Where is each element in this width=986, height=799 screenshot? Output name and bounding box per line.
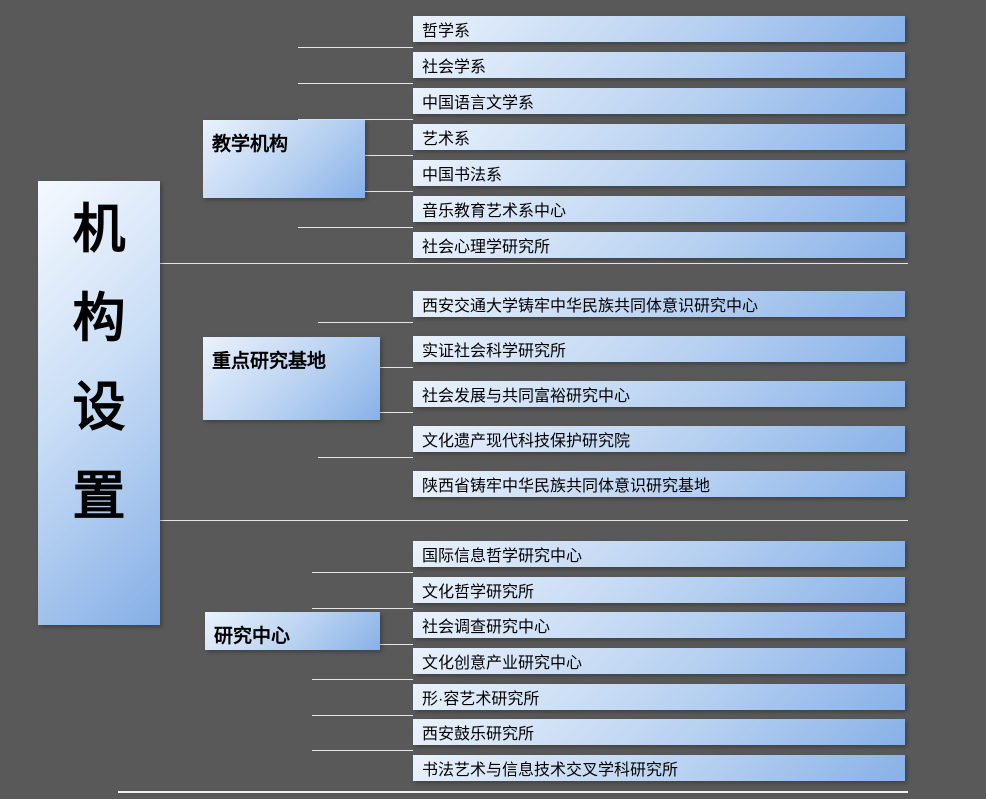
- connector-line-group2-rail: [153, 520, 908, 521]
- leaf-node-international-information-philosophy-center: 国际信息哲学研究中心: [413, 541, 905, 567]
- leaf-node-shaanxi-chinese-nation-community-research-base: 陕西省铸牢中华民族共同体意识研究基地: [413, 471, 905, 497]
- connector-line: [298, 119, 413, 120]
- leaf-node-cultural-heritage-modern-tech-protection-academy: 文化遗产现代科技保护研究院: [413, 426, 905, 452]
- connector-line: [298, 227, 413, 228]
- root-node-char: 设: [72, 378, 126, 437]
- leaf-node-philosophy-dept: 哲学系: [413, 16, 905, 42]
- category-node-research-centers: 研究中心: [205, 612, 380, 650]
- leaf-node-empirical-social-science-institute: 实证社会科学研究所: [413, 336, 905, 362]
- leaf-node-cultural-creative-industry-center: 文化创意产业研究中心: [413, 648, 905, 674]
- connector-line: [312, 715, 413, 716]
- category-node-key-research-bases: 重点研究基地: [203, 337, 380, 420]
- root-node-organization-structure: 机 构 设 置: [38, 181, 160, 625]
- leaf-node-chinese-calligraphy-dept: 中国书法系: [413, 160, 905, 186]
- connector-line: [312, 608, 413, 609]
- connector-line: [312, 750, 413, 751]
- leaf-node-xian-drum-music-institute: 西安鼓乐研究所: [413, 719, 905, 745]
- leaf-node-social-psychology-institute: 社会心理学研究所: [413, 232, 905, 258]
- leaf-node-xing-rong-art-institute: 形·容艺术研究所: [413, 684, 905, 710]
- leaf-node-xjtu-chinese-nation-community-research-center: 西安交通大学铸牢中华民族共同体意识研究中心: [413, 291, 905, 317]
- connector-line: [298, 47, 413, 48]
- connector-line: [312, 572, 413, 573]
- connector-line: [318, 322, 413, 323]
- root-node-char: 机: [72, 200, 126, 259]
- leaf-node-social-development-common-prosperity-center: 社会发展与共同富裕研究中心: [413, 381, 905, 407]
- connector-line-group3-rail: [118, 791, 908, 793]
- leaf-node-music-education-art-center: 音乐教育艺术系中心: [413, 196, 905, 222]
- connector-line: [312, 679, 413, 680]
- leaf-node-cultural-philosophy-institute: 文化哲学研究所: [413, 577, 905, 603]
- leaf-node-sociology-dept: 社会学系: [413, 52, 905, 78]
- leaf-node-calligraphy-information-technology-interdisciplinary-institute: 书法艺术与信息技术交叉学科研究所: [413, 755, 905, 781]
- connector-line-group1-rail: [150, 263, 908, 264]
- root-node-char: 置: [72, 467, 126, 526]
- connector-line: [318, 457, 413, 458]
- leaf-node-chinese-language-literature-dept: 中国语言文学系: [413, 88, 905, 114]
- root-node-char: 构: [72, 289, 126, 348]
- category-node-teaching-institutions: 教学机构: [203, 120, 365, 198]
- connector-line: [298, 83, 413, 84]
- leaf-node-art-dept: 艺术系: [413, 124, 905, 150]
- leaf-node-social-survey-research-center: 社会调查研究中心: [413, 612, 905, 638]
